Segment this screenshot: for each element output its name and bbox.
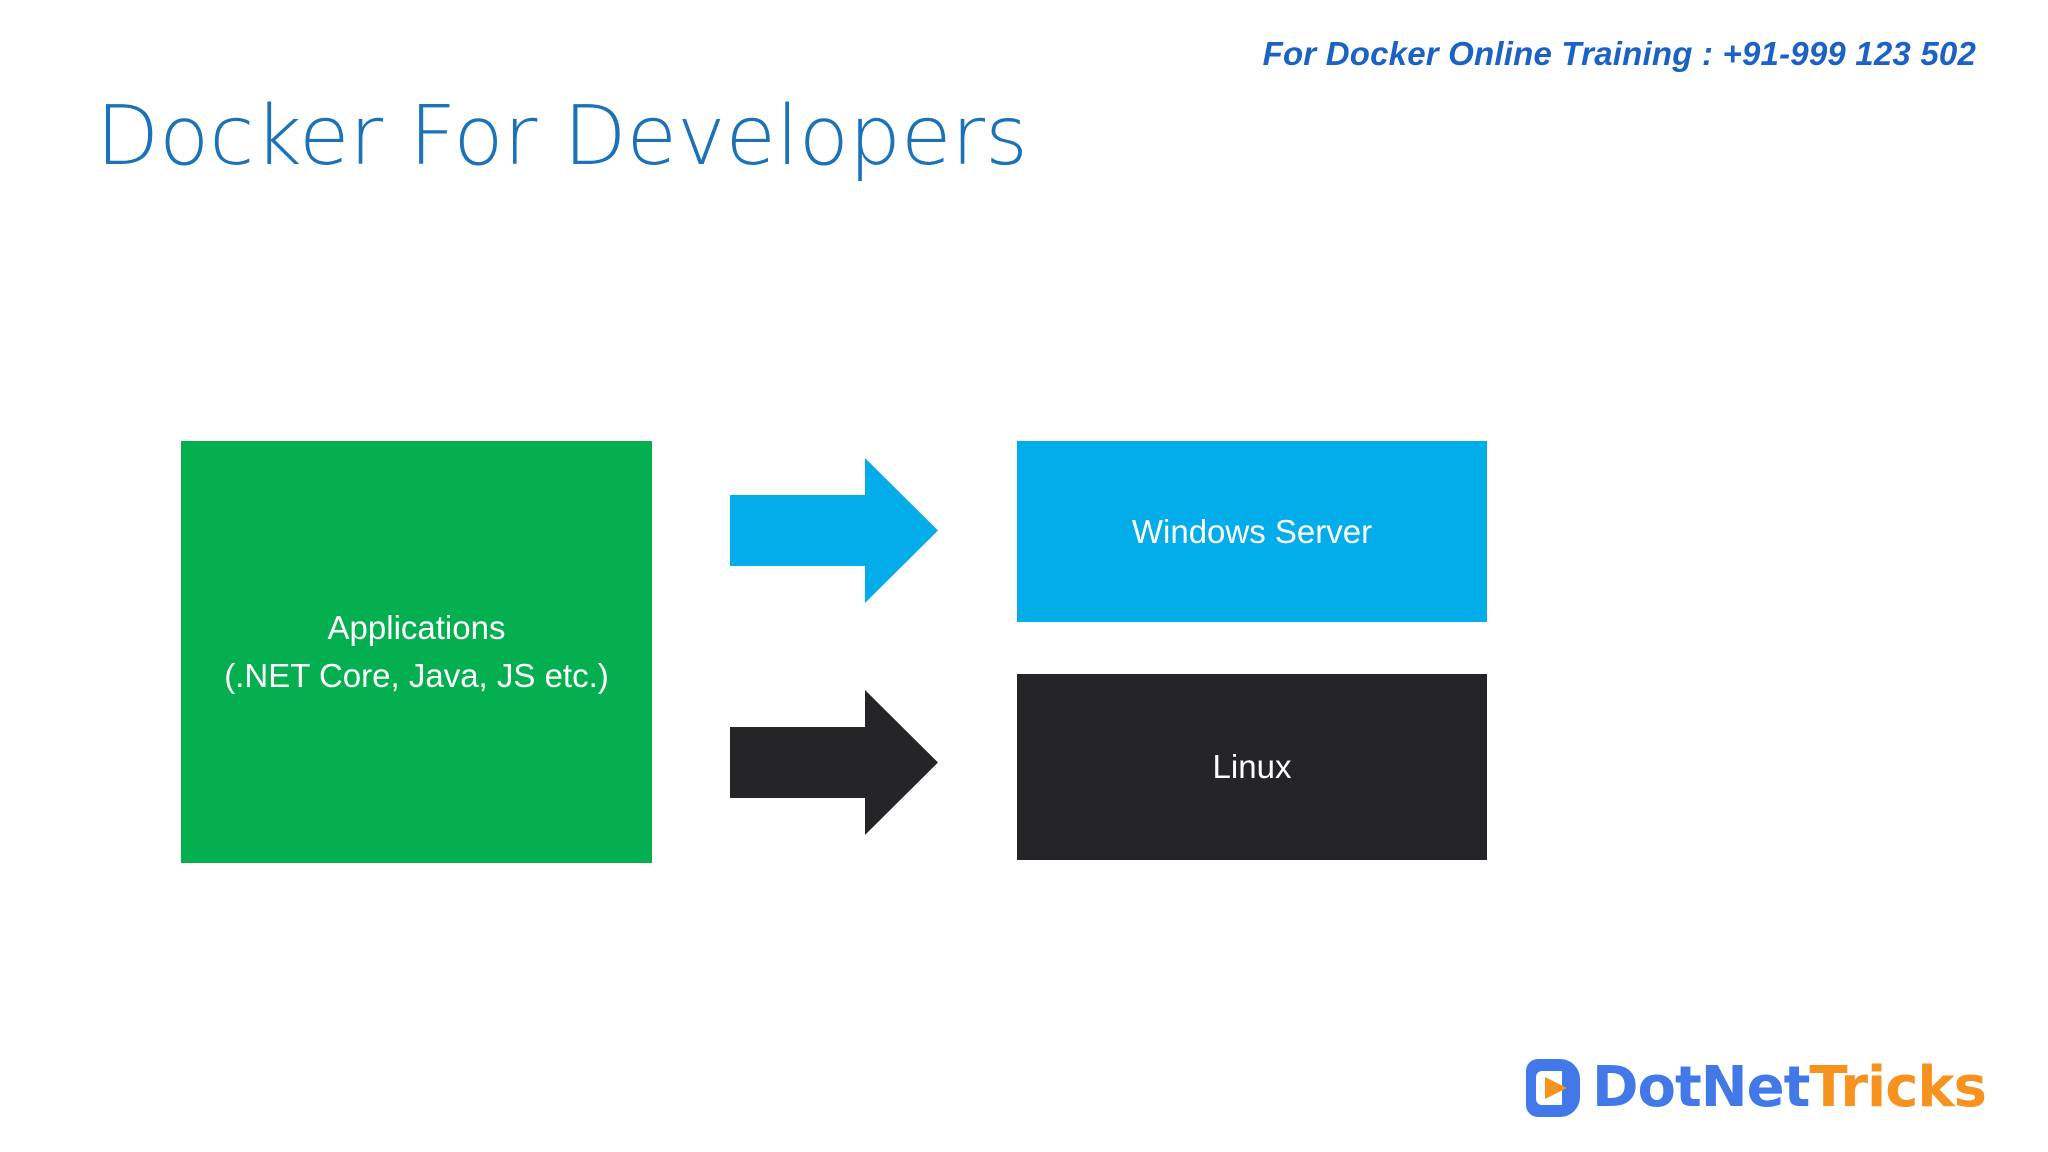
linux-box: Linux bbox=[1017, 674, 1487, 860]
dotnettricks-logo: DotNetTricks bbox=[1522, 1052, 1987, 1124]
logo-wordmark-dotnet: DotNet bbox=[1592, 1055, 1810, 1120]
page-title: Docker For Developers bbox=[96, 89, 1028, 184]
applications-box: Applications (.NET Core, Java, JS etc.) bbox=[181, 441, 652, 863]
applications-box-label: Applications (.NET Core, Java, JS etc.) bbox=[224, 609, 609, 694]
linux-box-label: Linux bbox=[1212, 748, 1292, 786]
windows-server-box: Windows Server bbox=[1017, 441, 1487, 622]
dotnettricks-play-logo-icon bbox=[1522, 1057, 1584, 1119]
windows-server-box-label: Windows Server bbox=[1131, 512, 1373, 550]
logo-wordmark: DotNetTricks bbox=[1592, 1060, 1987, 1116]
arrow-right-icon-windows bbox=[730, 458, 938, 603]
arrow-right-icon-linux bbox=[730, 690, 938, 835]
header-contact-text: For Docker Online Training : +91-999 123… bbox=[1262, 35, 1976, 72]
logo-wordmark-tricks: Tricks bbox=[1809, 1055, 1987, 1120]
